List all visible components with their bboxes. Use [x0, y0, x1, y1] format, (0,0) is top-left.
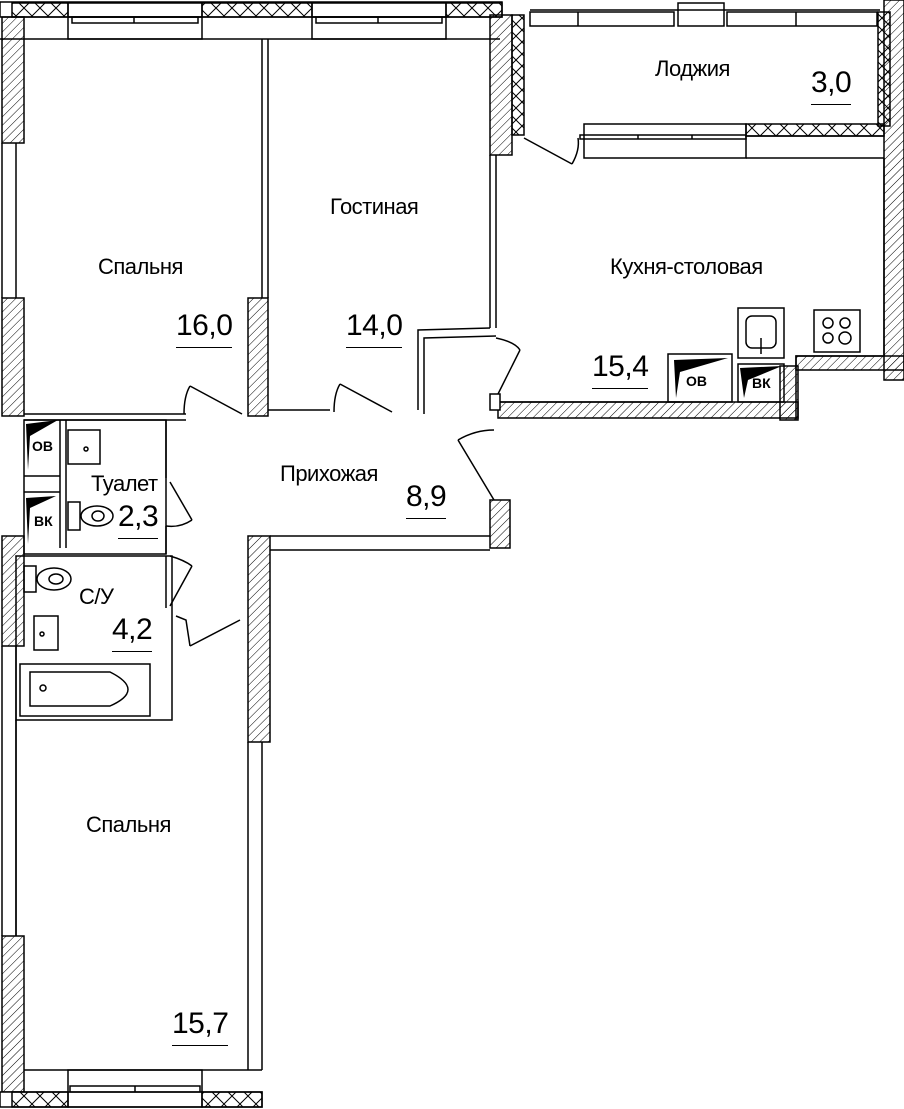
room-area-bedroom1: 16,0	[176, 311, 233, 348]
room-name-kitchen: Кухня-столовая	[610, 254, 763, 279]
room-area-living: 14,0	[346, 311, 403, 348]
vk-tag-toilet: ВК	[34, 513, 53, 529]
left-exterior-wall	[1, 16, 25, 1093]
room-area-hall: 8,9	[406, 482, 447, 519]
room-name-living: Гостиная	[330, 194, 419, 219]
vk-tag-kitchen: ВК	[752, 375, 771, 391]
ov-tag-kitchen: ОВ	[686, 373, 707, 389]
room-area-kitchen: 15,4	[592, 352, 649, 389]
room-name-bedroom1: Спальня	[98, 254, 183, 279]
room-area-bedroom2: 15,7	[172, 1009, 229, 1046]
top-exterior-wall	[0, 1, 503, 40]
room-area-toilet: 2,3	[118, 502, 159, 539]
room-name-bathroom: С/У	[79, 584, 114, 609]
room-name-bedroom2: Спальня	[86, 812, 171, 837]
loggia-walls	[511, 0, 904, 381]
room-name-loggia: Лоджия	[655, 56, 730, 81]
ov-tag-toilet: ОВ	[32, 438, 53, 454]
room-name-hall: Прихожая	[280, 461, 378, 486]
room-area-loggia: 3,0	[811, 68, 852, 105]
room-area-bathroom: 4,2	[112, 615, 153, 652]
room-name-toilet: Туалет	[91, 471, 158, 496]
